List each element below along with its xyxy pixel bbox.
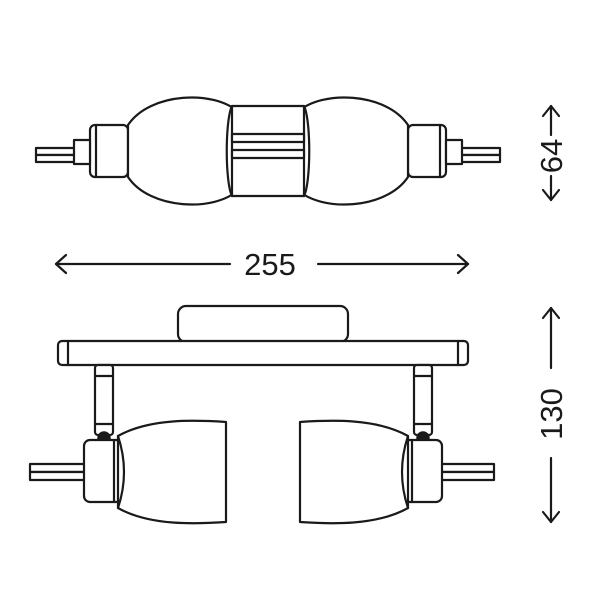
top-right-pins: [458, 146, 502, 164]
canopy-plate: [176, 304, 350, 344]
top-view: [34, 96, 502, 206]
top-right-shade: [296, 96, 410, 206]
top-left-shade: [126, 96, 240, 206]
top-left-pins: [34, 146, 78, 164]
left-spot-shade: [116, 419, 228, 525]
depth-dimension: 64: [534, 104, 569, 202]
right-spotlight: [298, 419, 496, 525]
right-spot-shade: [298, 419, 410, 525]
right-spot-socket: [402, 438, 444, 504]
height-label: 130: [534, 388, 569, 440]
depth-label: 64: [534, 139, 569, 173]
front-view: [28, 304, 496, 525]
width-dimension: 255: [54, 247, 470, 282]
left-arm: [93, 363, 115, 445]
left-spotlight: [28, 419, 228, 525]
right-arm: [412, 363, 434, 445]
left-spot-socket: [82, 438, 124, 504]
width-label: 255: [244, 247, 296, 282]
height-dimension: 130: [534, 306, 569, 524]
mounting-rail: [56, 339, 470, 367]
